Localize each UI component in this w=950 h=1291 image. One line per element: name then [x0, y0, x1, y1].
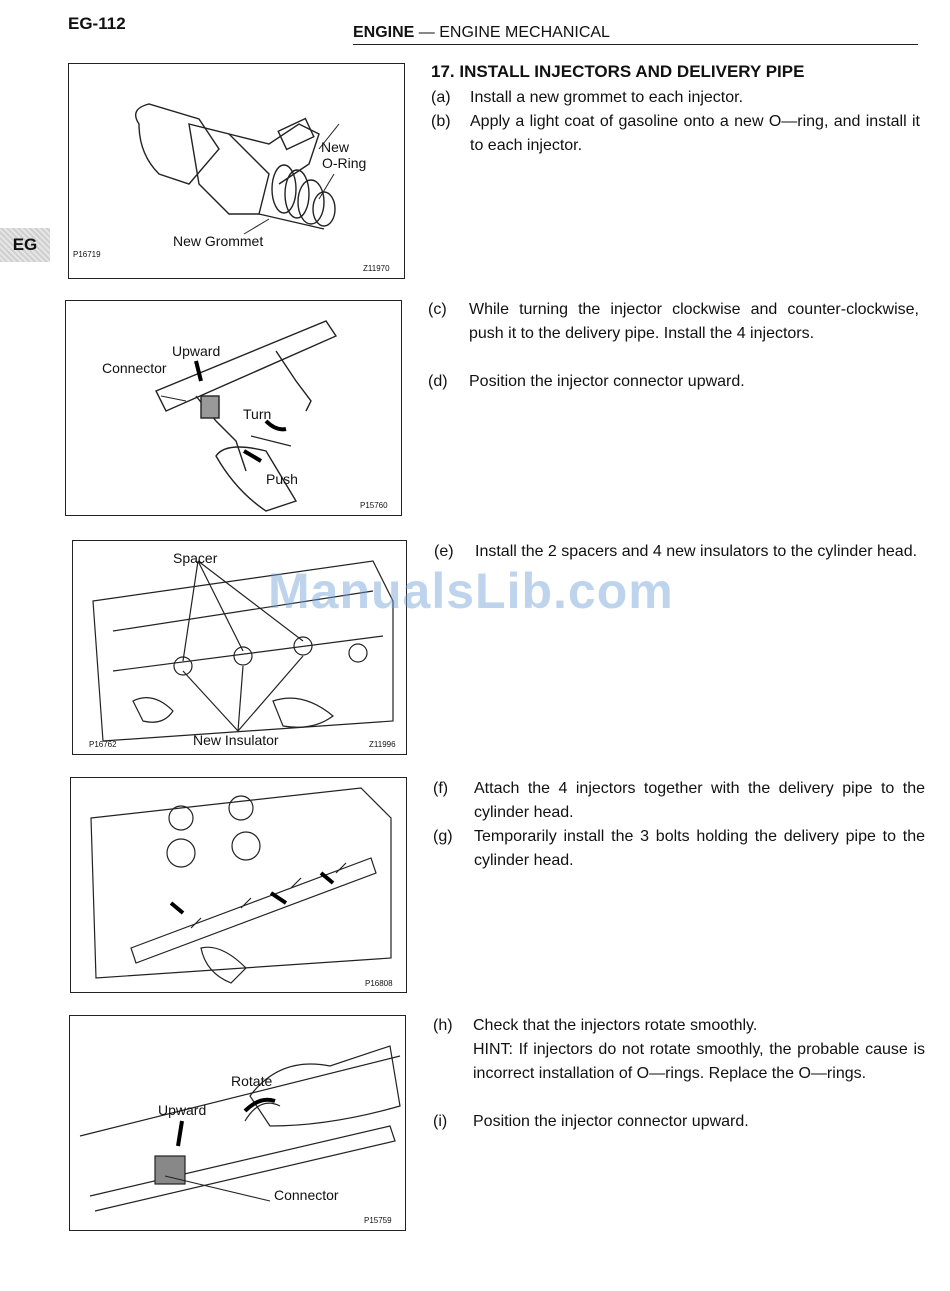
step-key: (d): [428, 373, 448, 390]
label-o-ring: O-Ring: [322, 155, 367, 171]
step-main-text: Check that the injectors rotate smoothly…: [473, 1017, 758, 1034]
label-spacer: Spacer: [173, 550, 218, 566]
label-upward: Upward: [158, 1102, 207, 1118]
step-f: (f) Attach the 4 injectors together with…: [433, 777, 925, 825]
label-push: Push: [266, 471, 298, 487]
step-text: Install the 2 spacers and 4 new insulato…: [475, 543, 918, 560]
section-title: 17. INSTALL INJECTORS AND DELIVERY PIPE: [431, 62, 805, 81]
header-section: ENGINE: [353, 24, 415, 41]
header-subsection: ENGINE MECHANICAL: [439, 24, 610, 41]
step-h: (h) Check that the injectors rotate smoo…: [433, 1014, 925, 1110]
step-e: (e) Install the 2 spacers and 4 new insu…: [434, 540, 924, 588]
step-key: (f): [433, 780, 449, 797]
figure-injector-push: Upward Connector Turn Push P15760: [65, 300, 402, 516]
figure-code: Z11970: [363, 264, 390, 273]
rotate-check-illustration: [79, 1045, 401, 1212]
step-text: Temporarily install the 3 bolts holding …: [474, 828, 925, 869]
step-d: (d) Position the injector connector upwa…: [428, 370, 920, 394]
step-c: (c) While turning the injector clockwise…: [428, 298, 920, 370]
label-turn: Turn: [243, 406, 272, 422]
figure-code: P15760: [360, 501, 388, 510]
page-number: EG-112: [68, 14, 126, 33]
step-key: (a): [431, 89, 451, 106]
figure-code: P16762: [89, 740, 117, 749]
label-upward: Upward: [172, 343, 221, 359]
figure-code: P15759: [364, 1216, 392, 1225]
header-rule: [353, 44, 918, 45]
step-key: (i): [433, 1113, 448, 1130]
step-text: Check that the injectors rotate smoothly…: [473, 1014, 925, 1086]
step-key: (e): [434, 543, 454, 560]
step-text: Attach the 4 injectors together with the…: [474, 780, 925, 821]
step-b: (b) Apply a light coat of gasoline onto …: [431, 110, 921, 158]
delivery-pipe-illustration: [155, 320, 338, 512]
step-key: (g): [433, 828, 453, 845]
injector-illustration: [135, 103, 340, 235]
cylinder-head-illustration: [92, 560, 394, 742]
figure-code: Z11996: [369, 740, 396, 749]
step-text: Position the injector connector upward.: [473, 1113, 749, 1130]
figure-code: P16719: [73, 250, 101, 259]
label-new-grommet: New Grommet: [173, 233, 264, 249]
label-rotate: Rotate: [231, 1073, 273, 1089]
header-separator: —: [418, 24, 435, 41]
step-text: Position the injector connector upward.: [469, 373, 745, 390]
section-tab: EG: [0, 228, 50, 262]
step-i: (i) Position the injector connector upwa…: [433, 1110, 925, 1134]
watermark: ManualsLib.com: [268, 563, 674, 619]
step-text: Install a new grommet to each injector.: [470, 89, 744, 106]
step-g: (g) Temporarily install the 3 bolts hold…: [433, 825, 925, 873]
page-header: ENGINE — ENGINE MECHANICAL: [353, 24, 610, 42]
pipe-attach-illustration: [90, 787, 392, 984]
label-connector: Connector: [102, 360, 167, 376]
step-key: (b): [431, 113, 451, 130]
label-connector: Connector: [274, 1187, 339, 1203]
label-new: New: [321, 139, 350, 155]
figure-attach-delivery-pipe: P16808: [70, 777, 407, 993]
step-key: (c): [428, 301, 447, 318]
hint-text: HINT: If injectors do not rotate smoothl…: [473, 1041, 925, 1082]
figure-injector-grommet: New O-Ring New Grommet P16719 Z11970: [68, 63, 405, 279]
figure-code: P16808: [365, 979, 393, 988]
figure-rotate-connector: Rotate Upward Connector P15759: [69, 1015, 406, 1231]
step-text: While turning the injector clockwise and…: [469, 301, 919, 342]
step-a: (a) Install a new grommet to each inject…: [431, 86, 921, 110]
figure-spacers-insulators: Spacer New Insulator P16762 Z11996: [72, 540, 407, 755]
label-new-insulator: New Insulator: [193, 732, 279, 748]
step-key: (h): [433, 1017, 453, 1034]
step-text: Apply a light coat of gasoline onto a ne…: [470, 113, 920, 154]
